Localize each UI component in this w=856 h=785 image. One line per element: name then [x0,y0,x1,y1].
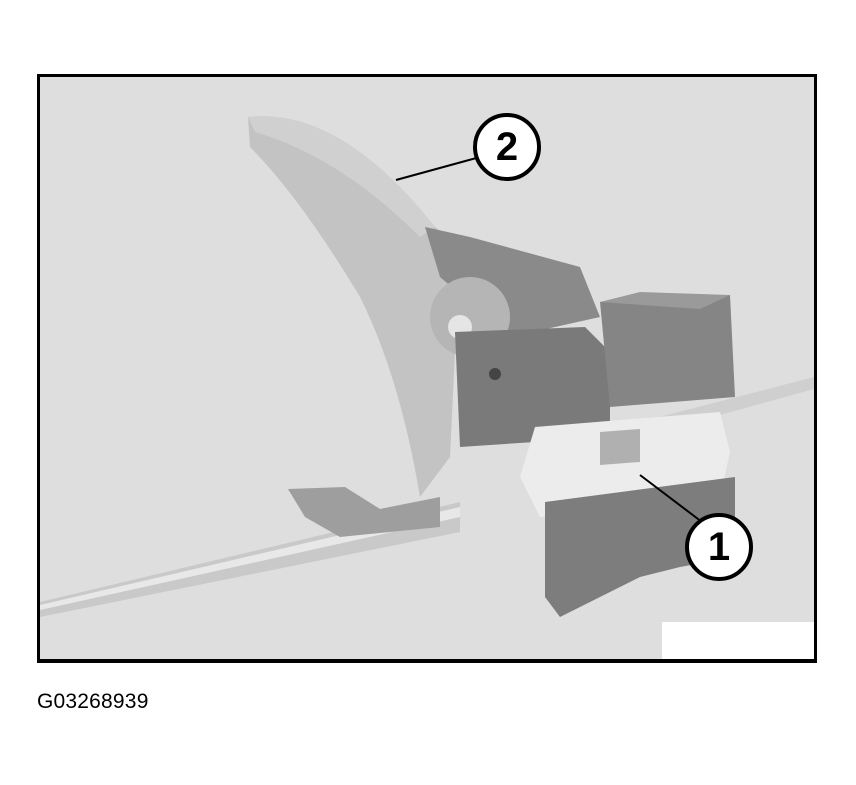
blank-label-area [662,622,814,659]
callout-1: 1 [685,513,753,581]
illustration-frame: 2 1 [37,74,817,663]
crimping-tool-illustration [40,116,814,617]
callout-2-number: 2 [495,125,519,169]
figure-id-label: G03268939 [37,690,149,713]
callout-1-number: 1 [707,525,731,569]
callout-2: 2 [473,113,541,181]
